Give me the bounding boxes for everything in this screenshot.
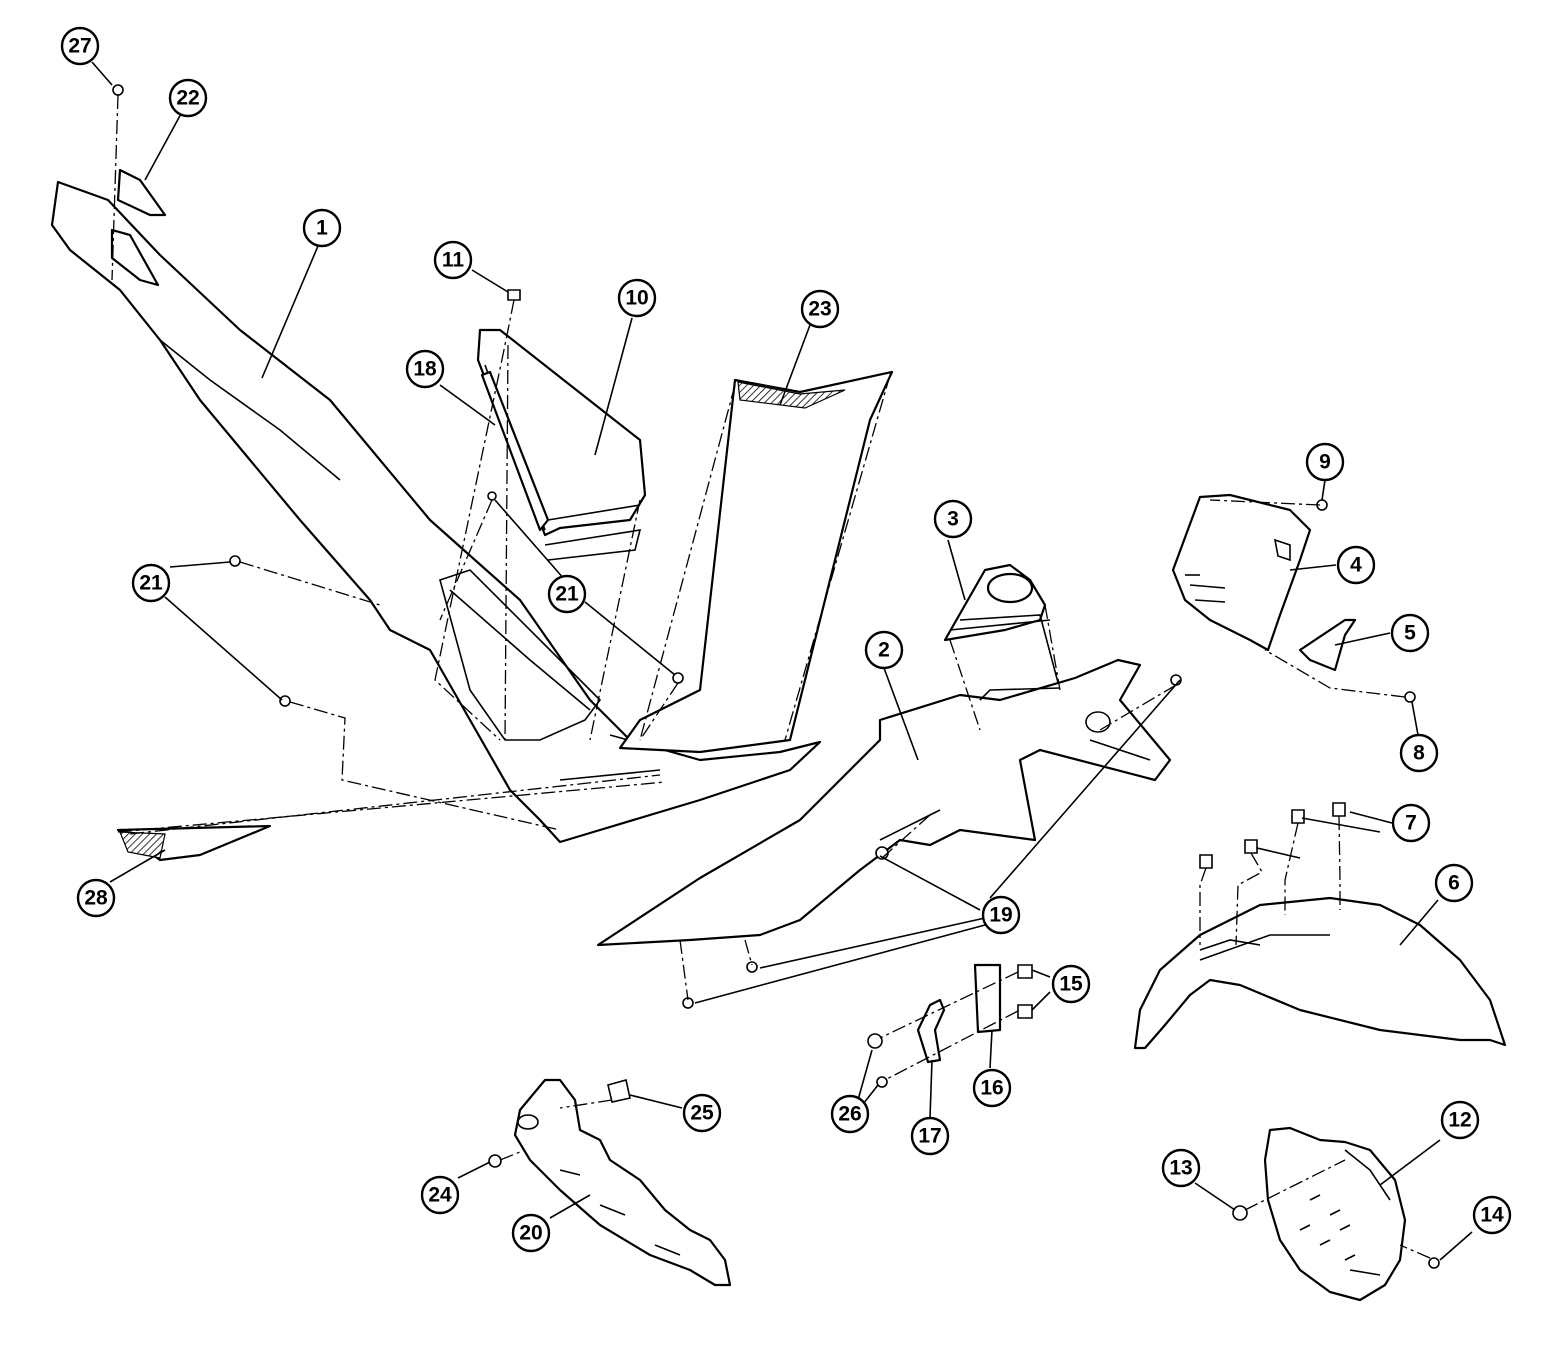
callout-16: 16 [972,1068,1012,1108]
callout-26: 26 [830,1094,870,1134]
svg-text:9: 9 [1319,451,1331,474]
callout-13: 13 [1161,1148,1201,1188]
svg-text:21: 21 [139,572,163,595]
part-23-front-panel [618,370,894,754]
callout-8: 8 [1399,733,1439,773]
svg-text:7: 7 [1405,812,1417,835]
fastener-21a [229,555,241,567]
fastener-11 [507,289,521,301]
svg-text:24: 24 [428,1184,452,1207]
callout-17: 17 [910,1116,950,1156]
svg-text:5: 5 [1404,622,1416,645]
fastener-25 [607,1079,631,1103]
fastener-7b [1244,839,1258,854]
part-16-plate [973,963,1002,1034]
callout-2: 2 [864,630,904,670]
fastener-8 [1404,691,1416,703]
svg-text:20: 20 [519,1222,542,1245]
svg-text:4: 4 [1350,554,1362,577]
svg-text:21: 21 [555,583,579,606]
callout-28: 28 [76,878,116,918]
svg-text:2: 2 [878,639,890,662]
callout-24: 24 [420,1175,460,1215]
callout-12: 12 [1440,1100,1480,1140]
fasteners [112,84,1440,1269]
callout-7: 7 [1391,803,1431,843]
fastener-15b [1017,1004,1033,1019]
part-17-bracket [916,998,946,1064]
svg-text:26: 26 [838,1103,861,1126]
fastener-24 [488,1154,502,1168]
svg-text:22: 22 [176,87,199,110]
part-20-lower-guard [513,1078,732,1287]
callout-1: 1 [302,208,342,248]
svg-text:12: 12 [1448,1109,1471,1132]
svg-text:8: 8 [1413,742,1425,765]
callout-27: 27 [60,26,100,66]
callout-19: 19 [981,895,1021,935]
fastener-27 [112,84,124,96]
callout-4: 4 [1336,545,1376,585]
part-22-badge [110,168,167,287]
fastener-7c [1291,809,1305,824]
fastener-21c [487,491,497,501]
callout-14: 14 [1472,1195,1512,1235]
part-18-strip [480,370,550,532]
svg-text:3: 3 [947,508,959,531]
svg-text:10: 10 [625,287,648,310]
svg-text:25: 25 [690,1102,714,1125]
fastener-15a [1017,964,1033,979]
fastener-19c [746,961,758,973]
svg-text:15: 15 [1059,973,1083,996]
svg-text:17: 17 [918,1125,941,1148]
svg-text:18: 18 [413,358,437,381]
leader-lines [91,61,1473,1261]
callout-6: 6 [1434,863,1474,903]
part-5-bracket [1298,618,1357,672]
callout-10: 10 [617,278,657,318]
callout-18: 18 [405,349,445,389]
svg-text:16: 16 [980,1077,1003,1100]
fastener-26a [867,1033,883,1049]
part-12-disc-guard [1263,1126,1407,1302]
callout-23: 23 [800,289,840,329]
callout-21-left: 21 [131,563,171,603]
part-28-lower-strip [116,824,272,862]
callout-25: 25 [682,1093,722,1133]
fastener-7d [1332,802,1346,817]
svg-text:6: 6 [1448,872,1460,895]
svg-text:13: 13 [1169,1157,1192,1180]
svg-text:14: 14 [1480,1204,1504,1227]
callout-9: 9 [1305,442,1345,482]
part-3-boot [943,563,1061,691]
assembly-lines [111,94,1431,1259]
svg-text:27: 27 [68,35,91,58]
part-4-shroud [1171,493,1312,652]
callouts: 1 2 3 4 5 6 7 8 9 10 11 12 13 14 15 16 1… [60,26,1512,1253]
callout-22: 22 [168,78,208,118]
part-6-fender [1133,896,1507,1050]
fastener-14 [1428,1257,1440,1269]
svg-text:1: 1 [316,217,328,240]
callout-21-center: 21 [547,574,587,614]
callout-20: 20 [511,1213,551,1253]
svg-text:28: 28 [84,887,108,910]
fastener-7a [1199,854,1213,869]
svg-text:23: 23 [808,298,831,321]
callout-3: 3 [933,499,973,539]
fastener-26b [876,1076,888,1088]
callout-5: 5 [1390,613,1430,653]
svg-text:11: 11 [442,249,465,272]
svg-text:19: 19 [989,904,1012,927]
fastener-13 [1232,1205,1248,1221]
callout-15: 15 [1051,964,1091,1004]
callout-11: 11 [433,240,473,280]
fastener-21b [279,695,291,707]
